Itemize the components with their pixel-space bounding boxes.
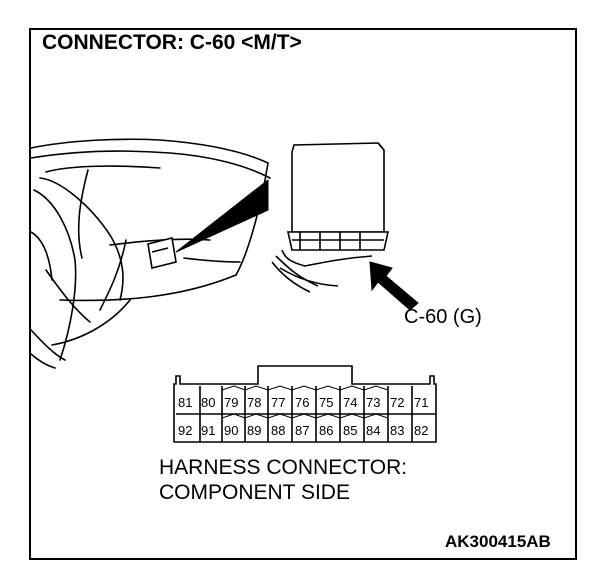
connector-top-row: 81 80 79 78 77 76 75 74 73 72 71 xyxy=(178,395,428,410)
pin-label: 73 xyxy=(366,395,380,410)
pin-label: 87 xyxy=(295,423,309,438)
pin-label: 85 xyxy=(343,423,357,438)
pin-label: 91 xyxy=(201,423,215,438)
diagram-frame xyxy=(29,28,577,560)
connector-bottom-row: 92 91 90 89 88 87 86 85 84 83 82 xyxy=(178,423,428,438)
pin-label: 78 xyxy=(247,395,261,410)
dashboard-illustration xyxy=(30,138,271,369)
pin-label: 90 xyxy=(224,423,238,438)
connector-face-diagram xyxy=(173,365,437,443)
pin-label: 77 xyxy=(271,395,285,410)
pin-label: 71 xyxy=(414,395,428,410)
pointer-arrow-icon xyxy=(369,261,419,311)
ecu-module-icon xyxy=(271,142,389,293)
pin-label: 88 xyxy=(271,423,285,438)
pin-label: 89 xyxy=(247,423,261,438)
figure-code: AK300415AB xyxy=(445,532,551,551)
page-title: CONNECTOR: C-60 <M/T> xyxy=(42,31,302,54)
pin-label: 82 xyxy=(414,423,428,438)
pin-label: 83 xyxy=(390,423,404,438)
pin-label: 76 xyxy=(295,395,309,410)
caption-line-1: HARNESS CONNECTOR: xyxy=(159,456,408,479)
connector-caption: HARNESS CONNECTOR: COMPONENT SIDE xyxy=(159,455,407,505)
pin-label: 92 xyxy=(178,423,192,438)
pin-label: 86 xyxy=(319,423,333,438)
pin-label: 81 xyxy=(178,395,192,410)
pin-label: 84 xyxy=(366,423,380,438)
pin-label: 75 xyxy=(319,395,333,410)
connector-callout-label: C-60 (G) xyxy=(404,306,482,328)
pin-label: 80 xyxy=(201,395,215,410)
pin-label: 74 xyxy=(343,395,357,410)
pin-label: 79 xyxy=(224,395,238,410)
caption-line-2: COMPONENT SIDE xyxy=(159,481,350,504)
dash-connector-icon xyxy=(147,237,177,269)
pin-label: 72 xyxy=(390,395,404,410)
callout-wedge xyxy=(175,178,269,253)
